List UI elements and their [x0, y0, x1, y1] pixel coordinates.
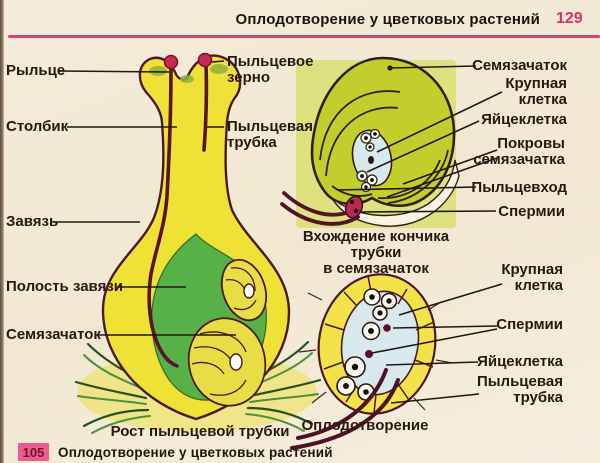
fertilization-illustration — [290, 273, 453, 450]
pointer-dot — [387, 65, 393, 71]
embryo-sac — [351, 128, 393, 193]
pollen-grain-right — [197, 52, 213, 68]
pollen-tube-curve-outer — [290, 378, 400, 450]
pollen-tube-long — [147, 66, 179, 368]
antipodal-cells — [363, 288, 398, 321]
page-header-title: Оплодотворение у цветковых растений — [235, 11, 540, 28]
pollen-grain-left — [163, 54, 179, 70]
label-entry-sperm: Спермии — [498, 203, 565, 220]
label-entry-integuments: Покровы семязачатка — [473, 135, 565, 168]
pointer-lines — [53, 60, 503, 404]
micropyle-channel — [331, 159, 460, 227]
upper-ovule — [220, 258, 268, 322]
label-fert-egg-cell: Яйцеклетка — [477, 353, 563, 370]
label-entry-egg-cell: Яйцеклетка — [481, 111, 567, 128]
label-entry-ovule: Семязачаток — [472, 57, 567, 74]
header-rule — [8, 35, 600, 38]
label-pollen-grain: Пыльцевое зерно — [227, 53, 314, 86]
scan-edge-shadow — [0, 0, 4, 463]
integument-layers — [319, 90, 449, 204]
footer: 105 Оплодотворение у цветковых растений — [18, 443, 333, 461]
pistil-illustration — [74, 52, 322, 434]
lower-ovule — [187, 317, 267, 407]
label-fert-pollen-tube: Пыльцевая трубка — [476, 373, 563, 406]
central-cell-and-sperm — [361, 321, 391, 358]
entering-pollen-tube-wall — [280, 202, 360, 226]
caption-pollen-tube-growth: Рост пыльцевой трубки — [110, 423, 290, 440]
label-entry-large-cell: Крупная клетка — [505, 75, 567, 108]
footer-title: Оплодотворение у цветковых растений — [58, 444, 333, 460]
label-stigma: Рыльце — [6, 62, 66, 79]
label-ovary: Завязь — [6, 213, 59, 230]
caption-fertilization: Оплодотворение — [301, 417, 429, 434]
label-fert-sperm: Спермии — [496, 316, 563, 333]
label-style: Столбик — [6, 118, 69, 135]
tube-entry-illustration — [280, 56, 460, 228]
label-ovary-cavity: Полость завязи — [6, 278, 123, 295]
page-number: 129 — [556, 10, 583, 27]
label-pollen-tube: Пыльцевая трубка — [227, 118, 314, 151]
caption-tube-entry: Вхождение кончика трубки в семязачаток — [302, 228, 450, 277]
label-fert-large-cell: Крупная клетка — [501, 261, 563, 294]
section-number-badge: 105 — [18, 443, 49, 461]
label-entry-micropyle: Пыльцевход — [471, 179, 567, 196]
pollen-tube-short — [202, 62, 209, 152]
tube-tip-with-sperm — [344, 195, 364, 219]
pollen-tube-curve — [296, 368, 388, 440]
label-ovule: Семязачаток — [6, 326, 101, 343]
stigma-shading — [149, 64, 228, 83]
